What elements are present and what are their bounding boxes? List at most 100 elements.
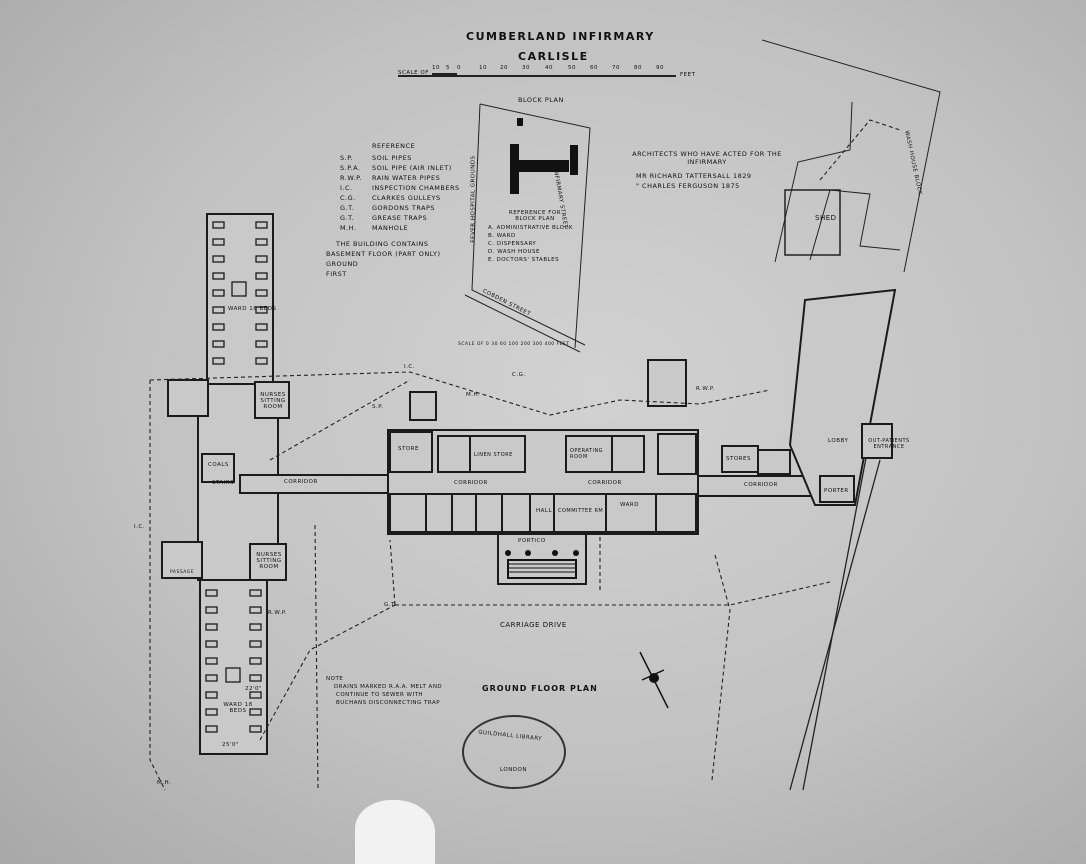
block-plan-left-street: FEVER HOSPITAL GROUNDS	[470, 155, 477, 243]
library-stamp: GUILDHALL LIBRARY LONDON	[462, 715, 566, 789]
bed-mark	[212, 340, 225, 348]
room-label-store: STORE	[398, 446, 419, 452]
scale-tick: 80	[634, 65, 642, 71]
reference-code: R.W.P.	[340, 174, 363, 182]
bed-mark	[212, 272, 225, 280]
room-label-coals: COALS	[208, 462, 229, 468]
drawing-subtitle: CARLISLE	[518, 50, 589, 63]
room-label-ward-south: WARD 18 BEDS	[223, 702, 253, 714]
bed-mark	[205, 623, 218, 631]
room-label-porter: PORTER	[824, 488, 849, 494]
room-label-passage: PASSAGE	[170, 570, 195, 575]
drain-mark: R.W.P.	[268, 610, 288, 616]
drain-mark: C.G.	[512, 372, 526, 378]
reference-desc: GORDONS TRAPS	[372, 204, 436, 212]
reference-code: I.C.	[340, 184, 353, 192]
drain-mark: M.H.	[466, 392, 481, 398]
room-label-committee: COMMITTEE RM	[558, 508, 604, 514]
block-plan-scale: SCALE OF 0 30 60 100 200 300 400 FEET	[458, 342, 570, 347]
bed-mark	[205, 640, 218, 648]
central-block	[387, 359, 699, 535]
block-plan-key-item: C. DISPENSARY	[488, 241, 537, 247]
bed-mark	[249, 691, 262, 699]
reference-desc: RAIN WATER PIPES	[372, 174, 441, 182]
block-plan-key-item: E. DOCTORS' STABLES	[488, 257, 560, 263]
bed-mark	[249, 657, 262, 665]
bed-mark	[249, 606, 262, 614]
block-plan-key-item: D. WASH HOUSE	[488, 249, 540, 255]
east-block	[721, 288, 897, 506]
bed-mark	[205, 674, 218, 682]
reference-desc: MANHOLE	[372, 224, 409, 232]
drain-mark: R.W.P.	[696, 386, 716, 392]
scale-tick: 20	[500, 65, 508, 71]
scale-tick: 10	[479, 65, 487, 71]
room-label-linen-store: LINEN STORE	[474, 452, 513, 458]
corridor-label: CORRIDOR	[454, 480, 488, 486]
drain-runs	[149, 119, 901, 791]
bed-mark	[212, 289, 225, 297]
room-label-nurses-north: NURSES SITTING ROOM	[260, 392, 286, 410]
reference-code: G.T.	[340, 214, 355, 222]
architects-line: MR RICHARD TATTERSALL 1829	[636, 172, 752, 180]
bed-mark	[212, 255, 225, 263]
reference-code: C.G.	[340, 194, 356, 202]
bed-mark	[249, 589, 262, 597]
bed-mark	[212, 306, 225, 314]
architects-line: " CHARLES FERGUSON 1875	[636, 182, 740, 190]
bed-mark	[255, 272, 268, 280]
block-plan-figure	[464, 103, 591, 353]
scale-tick: 30	[522, 65, 530, 71]
scale-tick: 90	[656, 65, 664, 71]
building-contains-line: FIRST	[326, 270, 347, 278]
drain-mark: I.C.	[134, 524, 145, 530]
room-label-ward-mid: WARD	[620, 502, 639, 508]
drain-mark: G.T.	[384, 602, 397, 608]
corridor-label: CORRIDOR	[588, 480, 622, 486]
bed-mark	[255, 340, 268, 348]
building-contains-line: GROUND	[326, 260, 359, 268]
bed-mark	[249, 725, 262, 733]
bed-mark	[212, 221, 225, 229]
reference-desc: SOIL PIPES	[372, 154, 412, 162]
portico	[497, 533, 587, 585]
reference-desc: SOIL PIPE (AIR INLET)	[372, 164, 452, 172]
room-label-out-entrance: OUT-PATIENTS ENTRANCE	[868, 438, 910, 450]
note-lead: NOTE	[326, 676, 344, 682]
block-plan-title: BLOCK PLAN	[518, 96, 564, 104]
bed-mark	[212, 238, 225, 246]
scale-tick: 60	[590, 65, 598, 71]
bed-mark	[205, 589, 218, 597]
scale-tick: 40	[545, 65, 553, 71]
north-arrow	[639, 651, 669, 709]
room-label-stores: STORES	[726, 456, 751, 462]
plan-title: GROUND FLOOR PLAN	[482, 684, 598, 693]
stamp-top-text: GUILDHALL LIBRARY	[477, 729, 543, 743]
bed-mark	[205, 657, 218, 665]
reference-desc: GREASE TRAPS	[372, 214, 428, 222]
bed-mark	[255, 323, 268, 331]
reference-code: G.T.	[340, 204, 355, 212]
building-contains-line: BASEMENT FLOOR (PART ONLY)	[326, 250, 441, 258]
room-label-stairs: STAIRS	[212, 480, 235, 486]
reference-code: S.P.A.	[340, 164, 361, 172]
architects-heading: ARCHITECTS WHO HAVE ACTED FOR THE INFIRM…	[632, 150, 782, 166]
bed-mark	[205, 606, 218, 614]
block-plan-key-heading: REFERENCE FOR BLOCK PLAN	[508, 210, 562, 222]
drain-mark: I.C.	[404, 364, 415, 370]
stamp-bottom-text: LONDON	[500, 767, 527, 773]
room-label-nurses-south: NURSES SITTING ROOM	[256, 552, 282, 570]
reference-code: S.P.	[340, 154, 354, 162]
room-label-ward-north: WARD 18 BEDS	[228, 306, 277, 312]
bed-mark	[205, 708, 218, 716]
paper-damage	[355, 800, 435, 864]
scale-label: SCALE OF	[398, 70, 429, 76]
bed-mark	[212, 323, 225, 331]
drawing-title: CUMBERLAND INFIRMARY	[466, 30, 655, 43]
bed-mark	[255, 238, 268, 246]
bed-mark	[205, 691, 218, 699]
drain-mark: M.H.	[157, 780, 172, 786]
block-plan-key-item: B. WARD	[488, 233, 516, 239]
scale-tick: 50	[568, 65, 576, 71]
